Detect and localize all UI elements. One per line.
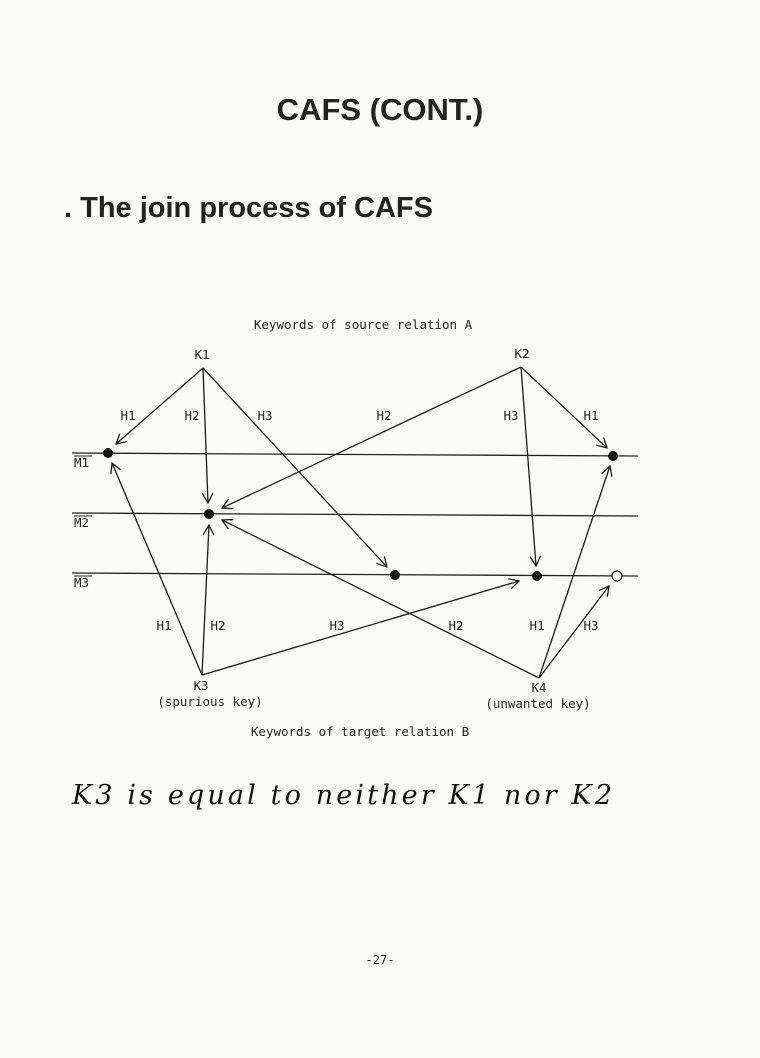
hit-dot — [608, 451, 618, 461]
hash-label-k4-h2: H2 — [448, 618, 463, 633]
key-label-k4: K4 — [531, 680, 546, 695]
source-relation-caption: Keywords of source relation A — [254, 317, 473, 332]
target-relation-caption: Keywords of target relation B — [251, 724, 469, 739]
hash-label-k4-h3: H3 — [583, 618, 598, 633]
empty-hit-circle — [611, 570, 623, 582]
hit-dot — [103, 448, 113, 458]
k3-arrows — [112, 463, 519, 676]
key-note-k4: (unwanted key) — [485, 696, 590, 711]
hash-label-k3-h3: H3 — [329, 618, 344, 633]
key-label-k1: K1 — [194, 347, 209, 362]
page-number: -27- — [365, 953, 395, 967]
hit-dot — [204, 509, 214, 519]
hash-label-k3-h1: H1 — [156, 618, 171, 633]
memory-line-m1: M1 — [71, 452, 639, 470]
hit-dot — [390, 570, 400, 580]
k4-arrows — [222, 466, 610, 679]
memory-line-m2: M2 — [71, 512, 639, 530]
page-title: CAFS (CONT.) — [276, 92, 484, 127]
hash-label-k1-h1: H1 — [120, 408, 135, 423]
key-label-k3: K3 — [193, 678, 208, 693]
memory-label-m1: M1 — [74, 455, 89, 470]
hash-label-k1-h2: H2 — [184, 408, 199, 423]
key-note-k3: (spurious key) — [157, 694, 262, 709]
k1-arrows — [116, 367, 387, 567]
hash-label-k1-h3: H3 — [257, 408, 272, 423]
hash-label-k2-h2: H2 — [376, 408, 391, 423]
handwritten-note: K3 is equal to neither K1 nor K2 — [71, 780, 612, 811]
hash-label-k2-h1: H1 — [583, 408, 598, 423]
memory-label-m2: M2 — [74, 515, 89, 530]
memory-line-m3: M3 — [71, 572, 639, 590]
k2-arrows — [222, 366, 607, 566]
hash-label-k3-h2: H2 — [210, 618, 225, 633]
memory-label-m3: M3 — [74, 575, 89, 590]
hash-label-k4-h1: H1 — [529, 618, 544, 633]
key-label-k2: K2 — [514, 346, 529, 361]
section-heading: . The join process of CAFS — [64, 192, 433, 224]
hash-label-k2-h3: H3 — [503, 408, 518, 423]
hit-dot — [532, 571, 542, 581]
